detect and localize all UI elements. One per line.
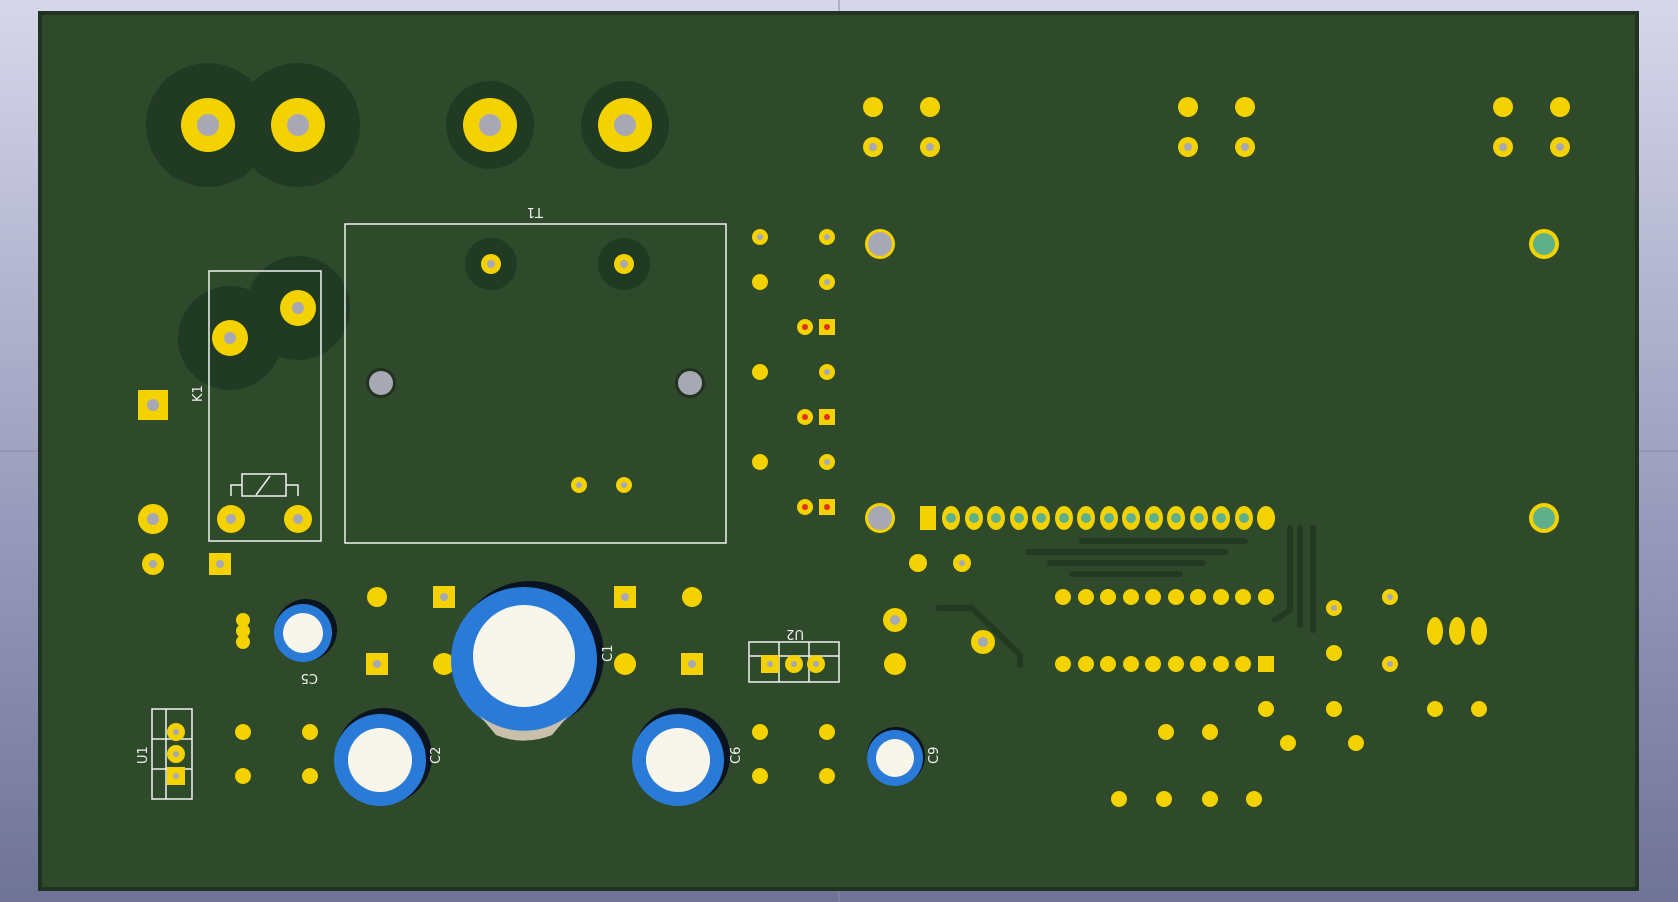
label-u2: U2 — [786, 626, 804, 641]
label-c1: C1 — [601, 645, 616, 662]
capacitor-c1[interactable] — [451, 581, 604, 741]
misc-pads-right — [883, 554, 995, 675]
label-t1: T1 — [527, 204, 544, 219]
label-u1: U1 — [136, 746, 151, 764]
transformer-t1[interactable] — [344, 223, 727, 544]
left-pads — [138, 390, 231, 575]
capacitor-c9[interactable] — [867, 727, 925, 786]
label-c6: C6 — [729, 747, 744, 764]
misc-pads-far-right — [1111, 589, 1487, 807]
regulator-u1[interactable] — [151, 708, 193, 800]
label-k1: K1 — [191, 385, 206, 402]
capacitor-c2[interactable] — [334, 708, 432, 806]
top-right-pads — [863, 97, 1570, 157]
pads-around-c1 — [235, 586, 835, 784]
ic-dip-footprint — [1055, 589, 1274, 672]
relay-k1[interactable] — [178, 256, 350, 542]
pad-column-mid — [752, 229, 835, 515]
copper-traces — [935, 525, 1316, 668]
terminal-pads-top — [146, 63, 669, 187]
label-c2: C2 — [429, 747, 444, 764]
regulator-u2[interactable] — [748, 641, 840, 683]
capacitor-c6[interactable] — [632, 708, 730, 806]
capacitor-c5[interactable] — [274, 599, 337, 662]
mounting-holes-display — [865, 229, 1559, 533]
label-c9: C9 — [927, 747, 942, 764]
label-c5: C5 — [301, 670, 318, 685]
display-header-16pin — [920, 506, 1275, 530]
